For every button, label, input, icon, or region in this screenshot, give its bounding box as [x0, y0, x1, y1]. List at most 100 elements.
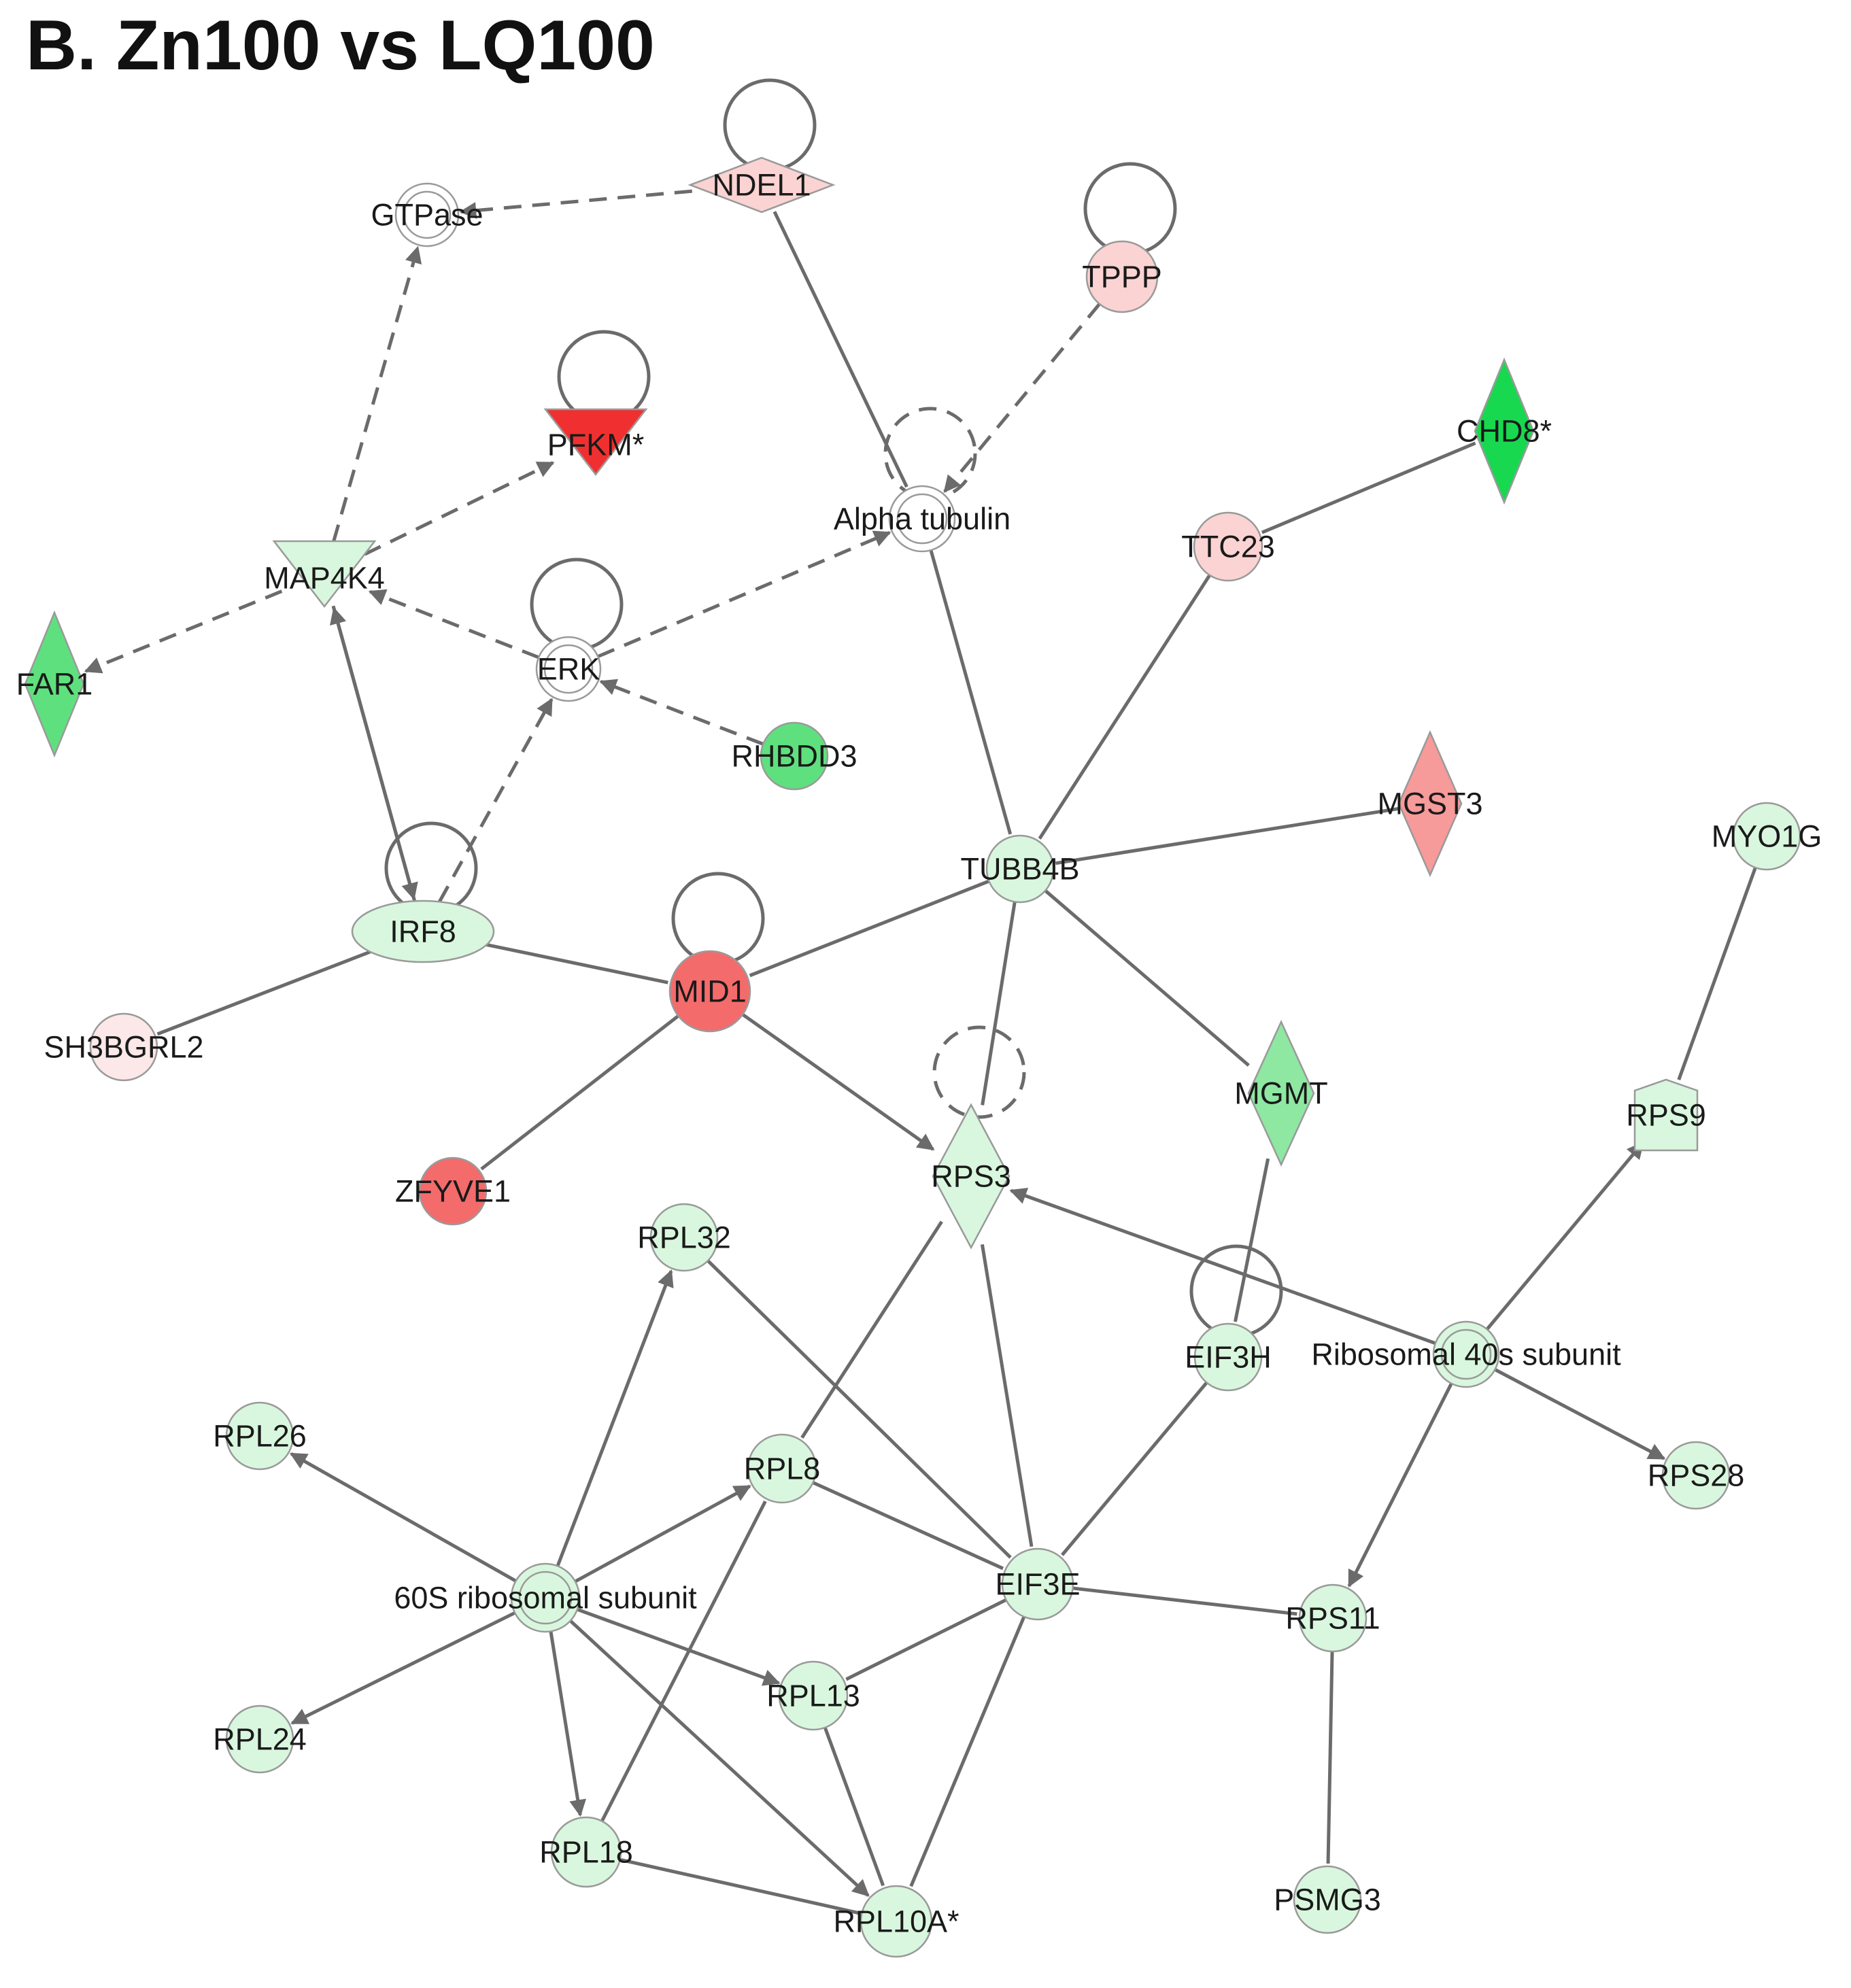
node-label-ttc23: TTC23	[1181, 530, 1275, 564]
node-myo1g[interactable]: MYO1G	[1712, 802, 1822, 871]
node-far1[interactable]: FAR1	[16, 610, 93, 758]
edge-tubb4b-to-mgmt	[1044, 889, 1250, 1067]
node-label-gtpase: GTPase	[371, 198, 483, 233]
edge-rib60s-to-rpl26	[289, 1452, 517, 1583]
node-label-rhbdd3: RHBDD3	[731, 739, 857, 774]
node-rpl24[interactable]: RPL24	[213, 1704, 307, 1774]
node-label-eif3e: EIF3E	[995, 1567, 1080, 1602]
node-rib40s[interactable]: Ribosomal 40s subunit	[1311, 1320, 1621, 1388]
edge-rib40s-to-rps28	[1494, 1368, 1666, 1460]
node-label-rpl18: RPL18	[539, 1835, 633, 1870]
node-shape-psmg3	[1293, 1865, 1362, 1934]
node-rpl18[interactable]: RPL18	[539, 1816, 633, 1888]
node-label-rpl26: RPL26	[213, 1419, 307, 1454]
self-loop-alphatubulin	[883, 407, 977, 500]
edge-ttc23-to-tubb4b	[1038, 574, 1211, 840]
node-rpl8[interactable]: RPL8	[744, 1433, 821, 1504]
node-label-far1: FAR1	[16, 667, 93, 702]
node-label-rpl10a: RPL10A*	[833, 1904, 959, 1939]
node-label-rib40s: Ribosomal 40s subunit	[1311, 1337, 1621, 1372]
node-rps9[interactable]: RPS9	[1626, 1078, 1706, 1152]
edge-rib40s-to-rps9	[1485, 1141, 1644, 1331]
node-rpl32[interactable]: RPL32	[637, 1203, 731, 1272]
node-ttc23[interactable]: TTC23	[1181, 511, 1275, 582]
edge-mgmt-to-eif3h	[1233, 1158, 1270, 1322]
figure-title: B. Zn100 vs LQ100	[26, 6, 655, 85]
node-rhbdd3[interactable]: RHBDD3	[731, 721, 857, 791]
node-tubb4b[interactable]: TUBB4B	[960, 834, 1080, 904]
node-ndel1[interactable]: NDEL1	[687, 156, 836, 213]
edge-mid1-to-rps3	[741, 1013, 935, 1151]
node-eif3h[interactable]: EIF3H	[1185, 1322, 1272, 1392]
node-rps3[interactable]: RPS3	[931, 1103, 1011, 1250]
edge-rib60s-to-rpl32	[556, 1269, 674, 1567]
node-shape-irf8	[351, 899, 495, 963]
edge-irf8-to-mid1	[486, 943, 668, 984]
node-mgmt[interactable]: MGMT	[1234, 1019, 1328, 1167]
edge-rps3-to-rpl8	[800, 1220, 943, 1439]
node-shape-rps11	[1298, 1583, 1368, 1653]
node-shape-mid1	[668, 950, 751, 1033]
node-mgst3[interactable]: MGST3	[1377, 730, 1483, 878]
node-shape-rhbdd3	[760, 721, 829, 791]
edge-ndel1-to-gtpase	[459, 189, 693, 219]
node-shape-ndel1	[687, 156, 836, 213]
edge-map4k4-to-pfkm	[364, 461, 555, 556]
edge-mgst3-to-tubb4b	[1055, 806, 1399, 866]
node-label-alphatubulin: Alpha tubulin	[834, 502, 1011, 536]
node-eif3e[interactable]: EIF3E	[995, 1547, 1081, 1621]
node-rib60s[interactable]: 60S ribosomal subunit	[394, 1562, 697, 1633]
node-tppp[interactable]: TPPP	[1082, 240, 1162, 313]
self-loop-rps3	[932, 1025, 1026, 1119]
node-shape-rpl26	[225, 1401, 294, 1471]
edge-rib60s-to-rpl18	[549, 1630, 587, 1817]
edge-rps11-to-psmg3	[1326, 1651, 1334, 1864]
self-loop-erk	[530, 558, 624, 651]
node-label-pfkm: PFKM*	[547, 428, 645, 462]
edge-rpl18-to-rpl10a	[619, 1857, 860, 1915]
node-rps28[interactable]: RPS28	[1648, 1441, 1745, 1510]
node-shape-tppp	[1085, 240, 1159, 313]
node-chd8[interactable]: CHD8*	[1457, 357, 1552, 505]
edge-rib60s-to-rpl24	[290, 1611, 516, 1725]
node-zfyve1[interactable]: ZFYVE1	[395, 1156, 511, 1226]
node-rpl10a[interactable]: RPL10A*	[833, 1885, 960, 1958]
edge-rib60s-to-rpl10a	[569, 1619, 870, 1897]
node-rpl26[interactable]: RPL26	[213, 1401, 307, 1471]
node-rps11[interactable]: RPS11	[1285, 1583, 1380, 1653]
node-shape-far1	[24, 610, 85, 758]
node-pfkm[interactable]: PFKM*	[543, 408, 648, 477]
node-label-mgmt: MGMT	[1234, 1076, 1327, 1111]
node-shape-rpl13	[778, 1660, 849, 1731]
edge-eif3e-to-rpl10a	[909, 1615, 1026, 1887]
node-map4k4[interactable]: MAP4K4	[264, 540, 385, 609]
edge-rhbdd3-to-erk	[599, 679, 764, 746]
node-inner-ring	[543, 644, 594, 694]
node-label-rpl24: RPL24	[213, 1722, 307, 1757]
edge-tubb4b-to-mid1	[749, 879, 990, 978]
node-irf8[interactable]: IRF8	[351, 899, 495, 963]
node-shape-sh3bgrl2	[89, 1012, 158, 1082]
node-shape-chd8	[1474, 357, 1535, 505]
node-label-mgst3: MGST3	[1377, 787, 1482, 821]
edge-map4k4-to-far1	[84, 589, 283, 674]
node-inner-ring	[896, 493, 948, 545]
node-shape-rpl24	[225, 1704, 294, 1774]
node-shape-mgmt	[1247, 1019, 1315, 1167]
node-erk[interactable]: ERK	[535, 636, 602, 702]
node-sh3bgrl2[interactable]: SH3BGRL2	[44, 1012, 204, 1082]
node-mid1[interactable]: MID1	[668, 950, 751, 1033]
node-shape-rib40s	[1432, 1320, 1500, 1388]
node-shape-myo1g	[1732, 802, 1801, 871]
self-loop-ndel1	[723, 78, 817, 172]
edge-mid1-to-zfyve1	[480, 1014, 679, 1171]
node-psmg3[interactable]: PSMG3	[1274, 1865, 1381, 1934]
node-shape-pfkm	[543, 408, 648, 477]
edge-eif3h-to-eif3e	[1061, 1381, 1208, 1556]
edge-rpl13-to-rpl10a	[823, 1727, 885, 1887]
node-gtpase[interactable]: GTPase	[371, 182, 483, 247]
node-rpl13[interactable]: RPL13	[766, 1660, 860, 1731]
node-shape-map4k4	[272, 540, 377, 609]
node-alphatubulin[interactable]: Alpha tubulin	[834, 485, 1011, 553]
